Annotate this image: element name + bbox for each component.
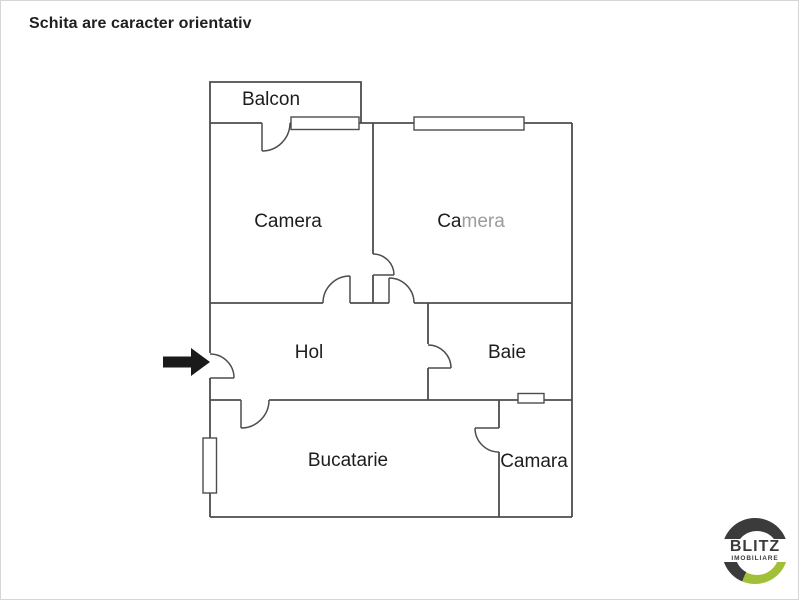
- blitz-logo: BLITZ IMOBILIARE: [720, 516, 790, 586]
- door-bucatarie: [240, 399, 270, 429]
- room-labels: Balcon Camera Camera Hol Baie Bucatarie …: [242, 89, 568, 472]
- logo-text-band: BLITZ IMOBILIARE: [720, 537, 790, 562]
- door-camara: [474, 427, 500, 453]
- window-baie: [517, 392, 545, 404]
- window-balcon: [290, 116, 360, 131]
- windows: [202, 116, 545, 494]
- window-camera-right: [413, 116, 525, 131]
- logo-brand-text: BLITZ: [729, 537, 781, 555]
- room-label-balcon: Balcon: [242, 89, 300, 110]
- room-label-camara: Camara: [500, 451, 568, 472]
- wall-balcon: [209, 81, 362, 123]
- window-bucatarie: [202, 437, 218, 494]
- doors: [209, 122, 500, 453]
- door-camera-right: [388, 277, 415, 304]
- door-camera-divider: [372, 253, 395, 276]
- room-label-bucatarie: Bucatarie: [308, 450, 388, 471]
- room-label-camera-left: Camera: [254, 211, 322, 232]
- door-balcon: [261, 122, 291, 152]
- door-entrance: [209, 353, 235, 379]
- disclaimer-text: Schita are caracter orientativ: [29, 15, 252, 32]
- room-label-camera-right-faded: mera: [462, 211, 506, 232]
- room-label-camera-right-dark: Ca: [437, 211, 462, 232]
- room-label-baie: Baie: [488, 342, 526, 363]
- door-baie: [427, 344, 452, 369]
- logo-subtitle-text: IMOBILIARE: [731, 554, 779, 562]
- room-label-camera-right: Camera: [437, 211, 505, 232]
- room-label-hol: Hol: [295, 342, 324, 363]
- entrance-arrow-icon: [163, 348, 210, 376]
- door-camera-left: [322, 275, 351, 304]
